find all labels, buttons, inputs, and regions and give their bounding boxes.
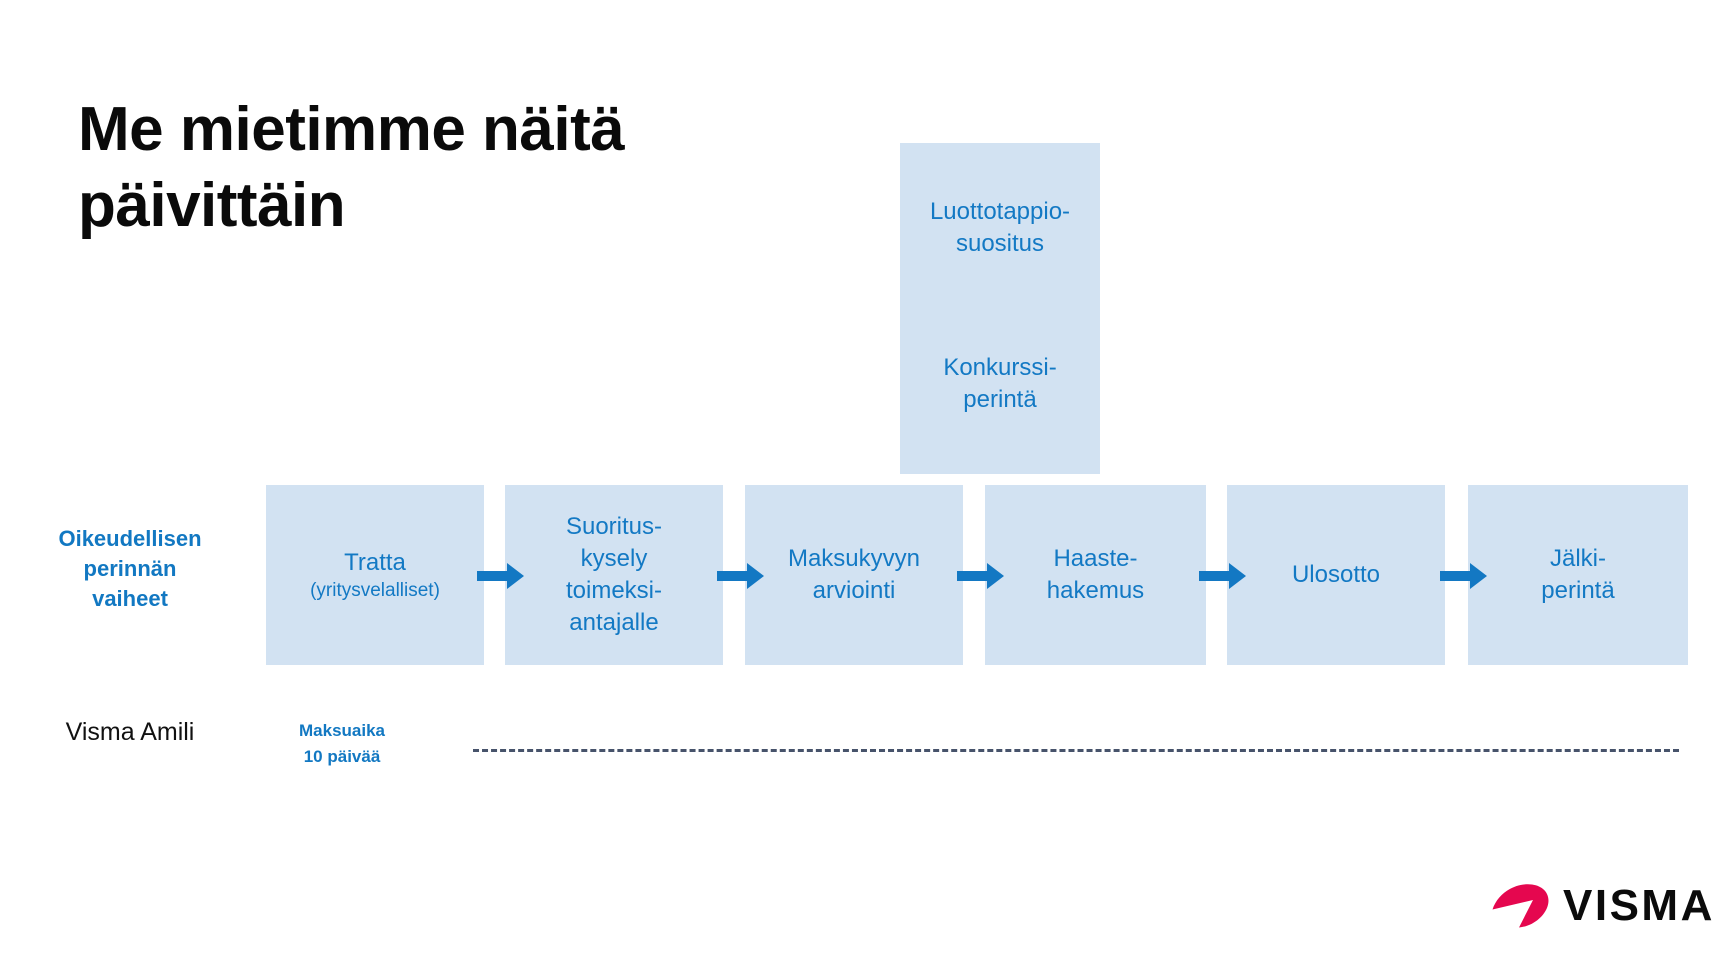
- arrow-right-icon-5: [1440, 561, 1488, 591]
- process-box-maksukyvyn-arviointi[interactable]: Maksukyvyn arviointi: [745, 485, 963, 665]
- arrow-right-icon-1: [477, 561, 525, 591]
- process-box-haastehakemus[interactable]: Haaste- hakemus: [985, 485, 1206, 665]
- arrow-right-icon-2: [717, 561, 765, 591]
- process-box-label: Suoritus- kysely toimeksi- antajalle: [565, 513, 663, 636]
- process-box-label: Haaste- hakemus: [1046, 545, 1145, 604]
- process-box-label: Jälki- perintä: [1541, 545, 1615, 604]
- visma-logo: VISMA: [1489, 878, 1712, 934]
- process-box-text: Tratta (yritysvelalliset): [310, 515, 440, 635]
- process-box-ulosotto[interactable]: Ulosotto: [1227, 485, 1445, 665]
- arrow-right-icon-4: [1199, 561, 1247, 591]
- row-label-oikeudellisen-perinnan-vaiheet: Oikeudellisen perinnän vaiheet: [58, 526, 202, 612]
- row-label-visma-amili: Visma Amili: [65, 718, 195, 746]
- process-box-jalkiperinta[interactable]: Jälki- perintä: [1468, 485, 1688, 665]
- process-box-sublabel: (yritysvelalliset): [310, 579, 440, 601]
- visma-swoosh-icon: [1489, 882, 1551, 933]
- process-box-konkurssi-perinta[interactable]: Konkurssi- perintä: [900, 294, 1100, 474]
- process-box-label: Luottotappio- suositus: [929, 198, 1071, 257]
- visma-wordmark: VISMA: [1563, 881, 1715, 930]
- process-box-label: Tratta: [344, 548, 406, 576]
- process-box-luottotappio-suositus[interactable]: Luottotappio- suositus: [900, 143, 1100, 313]
- dashed-timeline-divider: [473, 749, 1679, 752]
- annotation-maksuaika: Maksuaika 10 päivää: [299, 721, 385, 767]
- arrow-right-icon-3: [957, 561, 1005, 591]
- page-title: Me mietimme näitä päivittäin: [78, 95, 625, 240]
- process-box-suorituskysely-toimeksiantajalle[interactable]: Suoritus- kysely toimeksi- antajalle: [505, 485, 723, 665]
- process-box-tratta[interactable]: Tratta (yritysvelalliset): [266, 485, 484, 665]
- process-box-label: Maksukyvyn arviointi: [787, 545, 921, 604]
- process-box-label: Ulosotto: [1291, 561, 1381, 589]
- process-box-label: Konkurssi- perintä: [943, 354, 1057, 413]
